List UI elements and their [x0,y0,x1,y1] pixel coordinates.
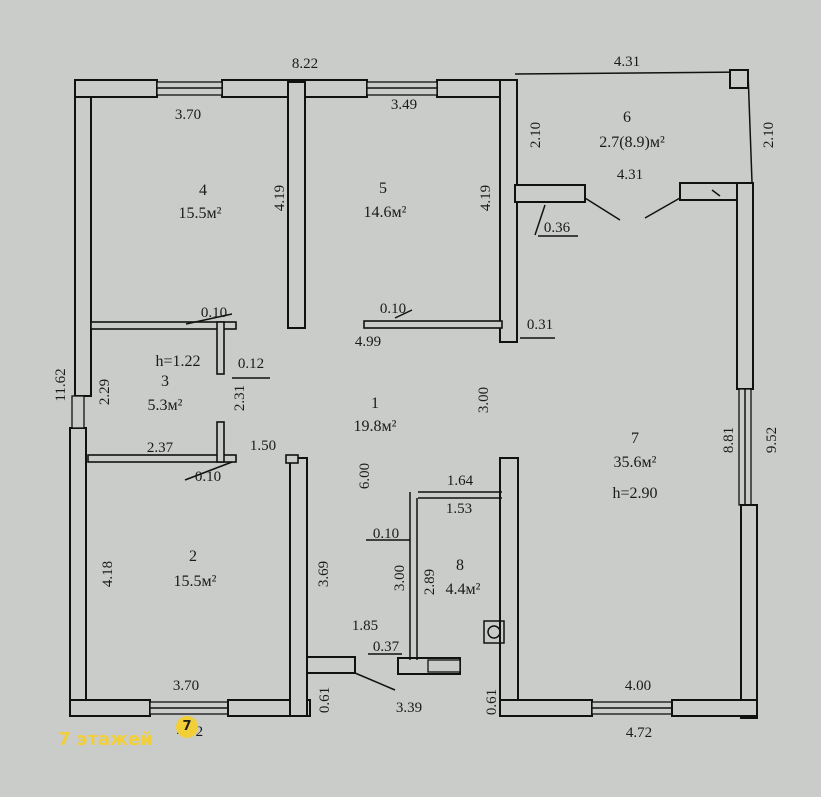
outer-wall-right-upper [736,182,754,390]
window-bath [427,659,461,673]
wall-room5-right [499,79,518,343]
room-8-area: 4.4м² [446,581,481,598]
terrace-line-top [514,71,749,75]
room-8-number: 8 [456,557,464,574]
washer-icon [483,620,505,644]
dim-bath-153: 1.53 [446,501,472,517]
dim-hall-499: 4.99 [355,334,381,350]
outer-wall-bottom-right-a [499,699,593,717]
dim-wall-037: 0.37 [373,639,400,655]
outer-wall-bottom-left-a [69,699,151,717]
room-3-area: 5.3м² [148,397,183,414]
room-6-number: 6 [623,109,631,126]
window-room3 [71,395,85,429]
outer-wall-left-lower [69,427,87,717]
dim-room2-width: 3.70 [173,678,199,694]
watermark-text: 7 этажей [58,729,153,750]
wall-room3-top [90,321,237,330]
wall-room7-left [499,457,519,717]
door-leaf-hall [394,309,413,319]
dim-bath-300: 3.00 [392,565,408,591]
door-leaf-terrace-right [644,197,681,219]
room-1-number: 1 [371,395,379,412]
wall-room4-room5 [287,81,306,329]
room-3-number: 3 [161,373,169,390]
room-7-height: h=2.90 [612,485,657,502]
terrace-post [729,69,749,89]
outer-wall-right-lower [740,504,758,719]
door-leaf-terrace-left [584,197,621,221]
dim-room3-height: 2.29 [97,379,113,405]
dim-room3-width: 2.37 [147,440,174,456]
dim-room5-depth: 4.19 [478,185,494,211]
room-4-number: 4 [199,182,207,199]
room-7-area: 35.6м² [614,454,657,471]
door-leaf-room3-top [185,313,233,325]
dim-room7-width: 4.00 [625,678,651,694]
dim-wall-031: 0.31 [527,317,553,333]
room-1-area: 19.8м² [354,418,397,435]
outer-wall-top-a [74,79,158,98]
room-5-number: 5 [379,180,387,197]
dim-wall-061-a: 0.61 [317,687,333,713]
dim-room4-width: 3.70 [175,107,201,123]
terrace-line-right [747,71,753,183]
wall-hall-bottom [306,656,356,674]
room-2-number: 2 [189,548,197,565]
wall-room2-right [289,457,308,717]
dim-wall-010-d: 0.10 [373,526,399,542]
door-leaf-room3 [184,461,233,481]
room-2-area: 15.5м² [174,573,217,590]
room-5-area: 14.6м² [364,204,407,221]
dim-top-right: 4.31 [614,54,640,70]
dim-bottom-right: 4.72 [626,725,652,741]
bath-post [285,454,299,464]
room-7-number: 7 [631,430,639,447]
dim-bath-289: 2.89 [422,569,438,595]
dim-wall-010-b: 0.10 [380,301,406,317]
wall-room6-left-stub [514,184,586,203]
wall-hall-partition [363,320,503,329]
dim-door-036: 0.36 [544,220,571,236]
dim-left-total: 11.62 [53,368,69,401]
room-4-area: 15.5м² [179,205,222,222]
dim-room4-depth: 4.19 [272,185,288,211]
outer-wall-bottom-right-b [671,699,758,717]
door-leaf-entry [354,672,396,691]
dim-right-881: 8.81 [721,427,737,453]
dim-wall-010-c: 0.10 [195,469,221,485]
wall-room3-right-bottom [216,421,225,463]
wall-room3-bottom [87,454,237,463]
dim-wall-010-a: 0.10 [201,305,227,321]
outer-wall-left [74,79,92,397]
dim-wall-061-b: 0.61 [484,689,500,715]
dim-right-952: 9.52 [764,427,780,453]
dim-hall-369: 3.69 [316,561,332,587]
room-6-area: 2.7(8.9)м² [599,134,665,151]
room-3-height: h=1.22 [155,353,200,370]
dim-top-total: 8.22 [292,56,318,72]
dim-hall-150: 1.50 [250,438,276,454]
dim-hall-600: 6.00 [357,463,373,489]
dim-room6-left: 2.10 [528,122,544,148]
dim-hall-300: 3.00 [476,387,492,413]
dim-hall-185: 1.85 [352,618,378,634]
dim-bath-164: 1.64 [447,473,474,489]
dim-wall-012: 0.12 [238,356,264,372]
wall-room3-right-top [216,321,225,375]
dim-room3-depth: 2.31 [232,385,248,411]
dim-room5-width: 3.49 [391,97,417,113]
dim-room2-depth: 4.18 [100,561,116,587]
dim-room6-right: 2.10 [761,122,777,148]
dim-hall-339: 3.39 [396,700,422,716]
watermark-logo-icon: 7 [176,716,198,738]
dim-room6-width: 4.31 [617,167,643,183]
